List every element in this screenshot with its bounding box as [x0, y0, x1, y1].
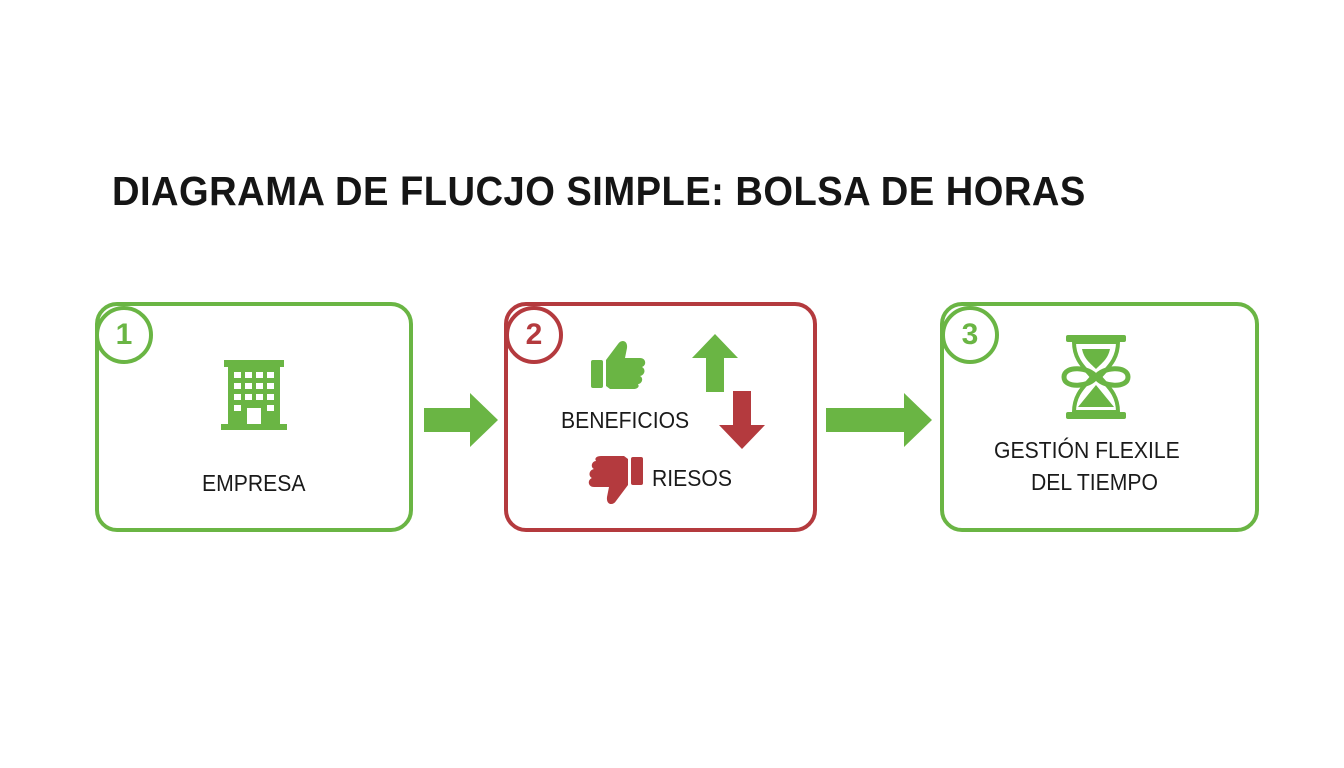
- thumbs-up-icon: [591, 340, 646, 389]
- step-3-label-line1: GESTIÓN FLEXILE: [994, 437, 1180, 463]
- step-3-label-line2: DEL TIEMPO: [1031, 469, 1159, 495]
- connector-arrow-2: [826, 393, 932, 447]
- arrow-down-icon: [719, 391, 765, 449]
- thumbs-down-icon: [588, 456, 643, 505]
- office-building-icon: [221, 360, 287, 430]
- arrow-up-icon: [692, 334, 738, 392]
- step-1-label: EMPRESA: [202, 470, 306, 496]
- risks-label: RIESOS: [652, 465, 732, 491]
- step-2-box: [504, 302, 817, 532]
- hourglass-infinity-icon: [1061, 335, 1131, 419]
- step-2-number-badge: 2: [505, 306, 563, 364]
- diagram-title: DIAGRAMA DE FLUCJO SIMPLE: BOLSA DE HORA…: [112, 168, 1086, 214]
- step-3-number-badge: 3: [941, 306, 999, 364]
- connector-arrow-1: [424, 393, 498, 447]
- benefits-label: BENEFICIOS: [561, 407, 690, 433]
- step-1-number-badge: 1: [95, 306, 153, 364]
